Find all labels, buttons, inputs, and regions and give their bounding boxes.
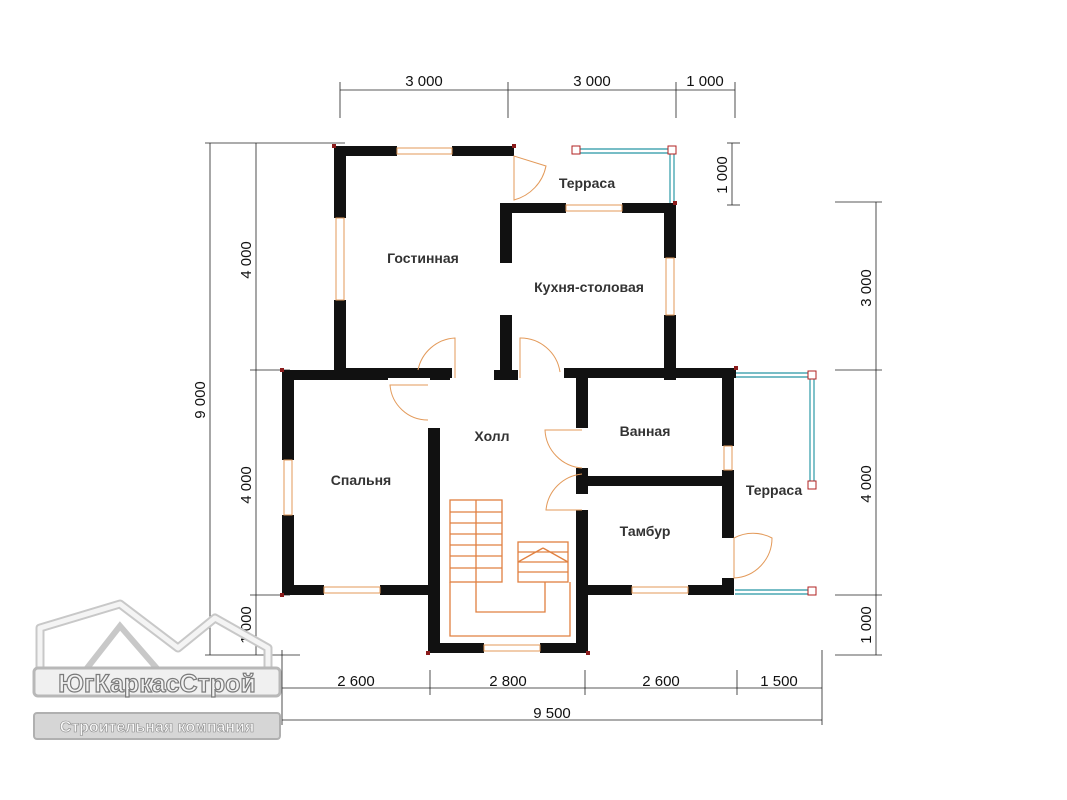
dim-top-3: 1 000 <box>686 73 724 90</box>
dim-right-3: 4 000 <box>858 465 875 503</box>
dim-bottom-1: 2 600 <box>337 673 375 690</box>
room-kitchen: Кухня-столовая <box>534 279 644 295</box>
dimension-lines <box>205 82 882 725</box>
logo-tagline: Строительная компания <box>60 719 254 736</box>
walls <box>282 146 736 653</box>
dim-left-total: 9 000 <box>192 381 209 419</box>
dim-top-1: 3 000 <box>405 73 443 90</box>
room-vestibule: Тамбур <box>620 523 671 539</box>
dim-right-1: 1 000 <box>714 156 731 194</box>
room-bedroom: Спальня <box>331 472 391 488</box>
windows <box>283 147 733 652</box>
room-bath: Ванная <box>620 423 671 439</box>
company-logo: ЮгКаркасСтрой Строительная компания <box>32 599 282 740</box>
room-terrace-top: Терраса <box>559 175 615 191</box>
logo-name: ЮгКаркасСтрой <box>58 670 255 698</box>
terrace-railings <box>571 145 817 596</box>
dim-right-4: 1 000 <box>858 606 875 644</box>
dim-left-1: 4 000 <box>238 241 255 279</box>
door-swings <box>389 155 773 579</box>
room-terrace-right: Терраса <box>746 482 802 498</box>
dim-top-2: 3 000 <box>573 73 611 90</box>
dim-bottom-total: 9 500 <box>533 705 571 722</box>
dim-left-2: 4 000 <box>238 466 255 504</box>
corner-markers <box>280 144 738 655</box>
dim-bottom-4: 1 500 <box>760 673 798 690</box>
dim-right-2: 3 000 <box>858 269 875 307</box>
room-living: Гостинная <box>387 250 459 266</box>
staircase <box>449 499 571 637</box>
dim-bottom-2: 2 800 <box>489 673 527 690</box>
room-hall: Холл <box>474 428 509 444</box>
dim-bottom-3: 2 600 <box>642 673 680 690</box>
